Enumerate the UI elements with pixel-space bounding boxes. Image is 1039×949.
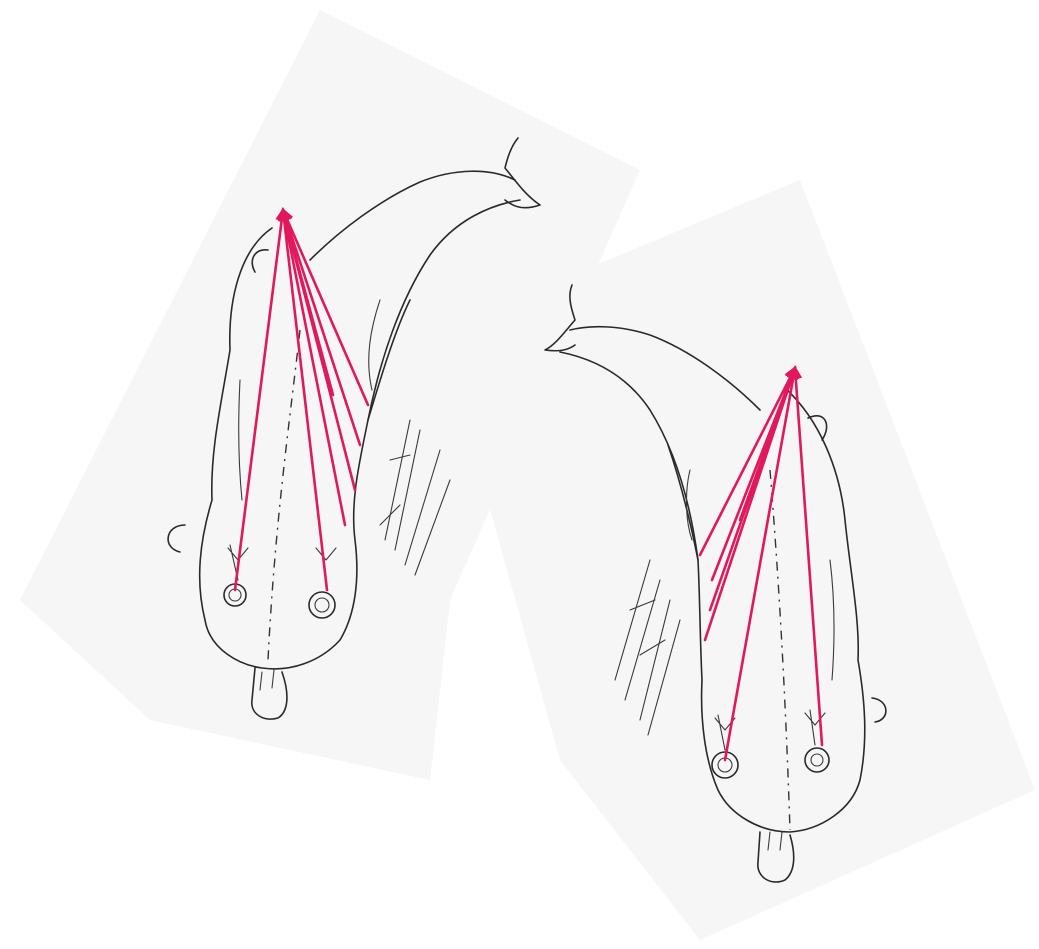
paper-sheet-right [440,180,1035,940]
